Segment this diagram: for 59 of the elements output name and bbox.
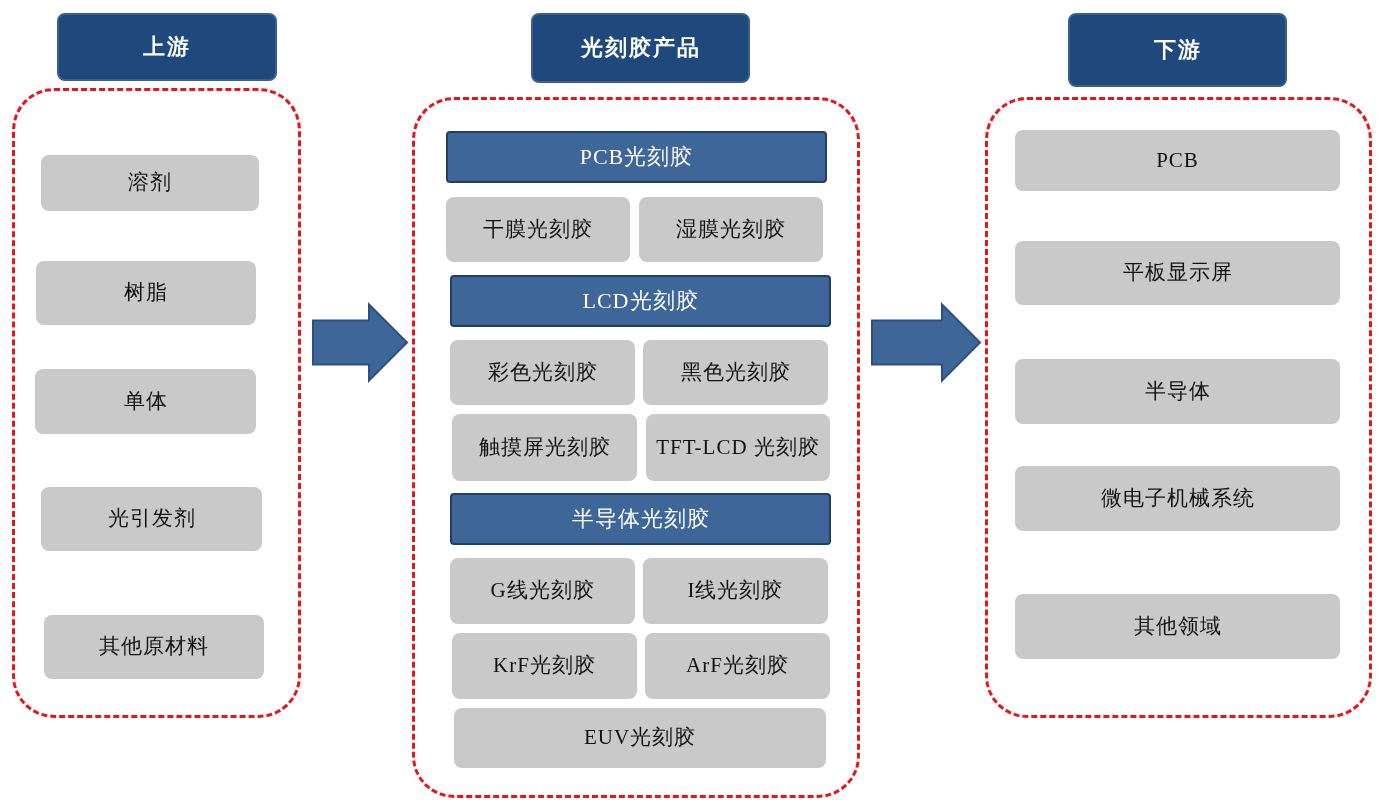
item-box xyxy=(1015,359,1340,424)
item-box xyxy=(452,414,637,481)
dashed-group-frame xyxy=(412,97,860,798)
item-box xyxy=(452,633,637,699)
stage-header xyxy=(1068,13,1287,87)
item-box xyxy=(1015,241,1340,305)
item-box xyxy=(646,414,830,481)
box-label: KrF光刻胶 xyxy=(493,653,596,679)
box-label: 溶剂 xyxy=(128,170,172,196)
item-box xyxy=(1015,594,1340,659)
item-box xyxy=(454,708,826,768)
box-label: LCD光刻胶 xyxy=(582,287,699,315)
dashed-group-frame xyxy=(12,88,301,718)
box-label: 单体 xyxy=(123,388,168,415)
box-label: 干膜光刻胶 xyxy=(483,216,593,243)
box-label: G线光刻胶 xyxy=(490,578,595,604)
box-label: 彩色光刻胶 xyxy=(487,359,598,386)
box-label: PCB xyxy=(1156,147,1199,174)
block-arrow xyxy=(871,302,982,383)
item-box xyxy=(446,197,630,262)
category-bar xyxy=(446,131,827,183)
box-label: 触摸屏光刻胶 xyxy=(478,434,611,461)
box-label: ArF光刻胶 xyxy=(686,653,789,679)
box-label: 下游 xyxy=(1153,36,1202,64)
dashed-group-frame xyxy=(985,97,1372,718)
box-label: TFT-LCD 光刻胶 xyxy=(656,434,820,461)
item-box xyxy=(41,155,259,211)
box-label: 半导体 xyxy=(1144,378,1211,405)
box-label: 其他原材料 xyxy=(99,634,209,660)
category-bar xyxy=(450,275,831,327)
item-box xyxy=(645,633,830,699)
box-label: 微电子机械系统 xyxy=(1100,485,1255,512)
box-label: EUV光刻胶 xyxy=(583,725,697,751)
item-box xyxy=(35,369,256,434)
item-box xyxy=(639,197,823,262)
box-label: 光刻胶产品 xyxy=(580,34,701,62)
stage-header xyxy=(531,13,750,83)
box-label: 黑色光刻胶 xyxy=(680,359,791,386)
box-label: 上游 xyxy=(143,33,191,61)
box-label: 树脂 xyxy=(124,280,168,306)
item-box xyxy=(1015,466,1340,531)
category-bar xyxy=(450,493,831,545)
item-box xyxy=(450,558,635,624)
stage-header xyxy=(57,13,277,81)
box-label: 湿膜光刻胶 xyxy=(676,216,786,243)
box-label: PCB光刻胶 xyxy=(579,143,694,171)
block-arrow xyxy=(312,302,409,383)
box-label: 光引发剂 xyxy=(107,506,196,532)
box-label: 平板显示屏 xyxy=(1122,260,1233,286)
box-label: 其他领域 xyxy=(1133,613,1222,640)
item-box xyxy=(44,615,264,679)
item-box xyxy=(643,558,828,624)
box-label: 半导体光刻胶 xyxy=(571,505,710,533)
item-box xyxy=(1015,130,1340,191)
item-box xyxy=(643,340,828,405)
item-box xyxy=(450,340,635,405)
item-box xyxy=(41,487,262,551)
box-label: I线光刻胶 xyxy=(687,578,784,604)
item-box xyxy=(36,261,256,325)
